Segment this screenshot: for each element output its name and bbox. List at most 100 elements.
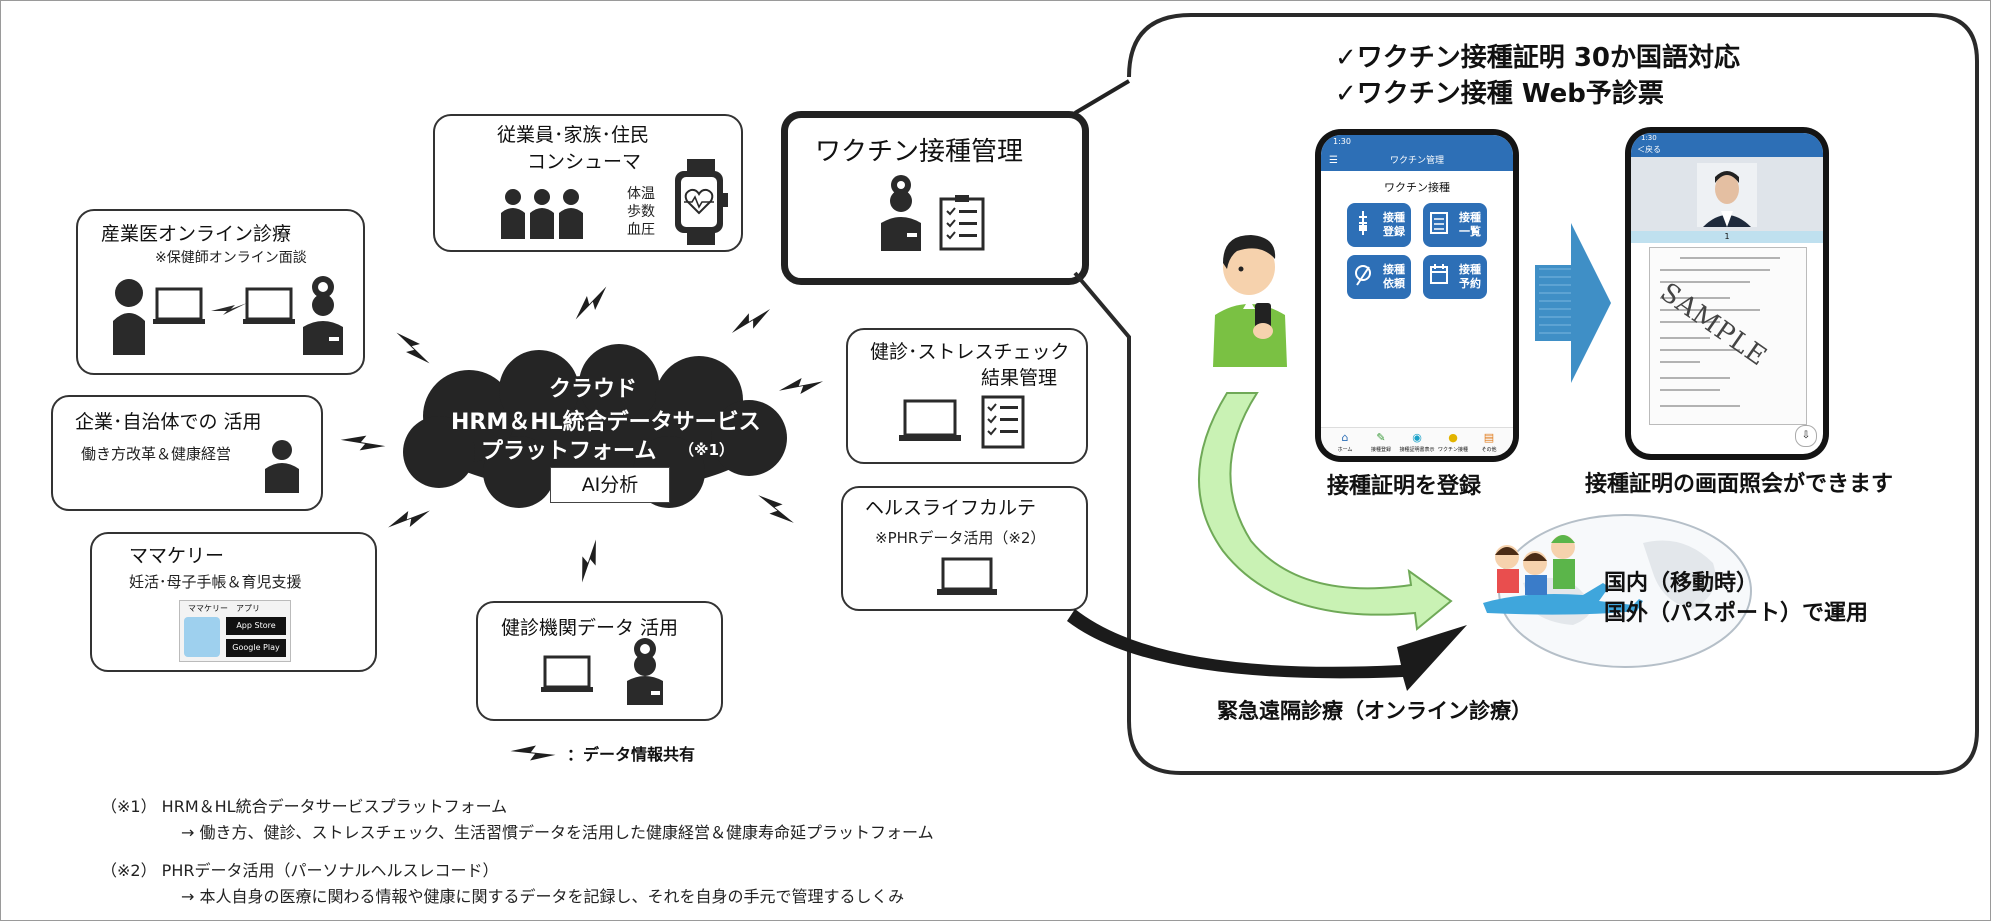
btn-reserve-bottom: 予約 — [1459, 277, 1481, 290]
list-icon — [1430, 212, 1448, 234]
company-sub: 働き方改革＆健康経営 — [81, 445, 232, 463]
nav-other-icon[interactable]: ▤ — [1483, 431, 1495, 444]
btn-register-bottom: 登録 — [1383, 225, 1405, 238]
certificate-document: SAMPLE — [1649, 247, 1807, 425]
id-photo — [1697, 163, 1757, 227]
mamakery-app-label: ママケリー アプリ — [188, 604, 260, 613]
company-title: 企業･自治体での 活用 — [75, 411, 262, 433]
karte-title: ヘルスライフカルテ — [865, 497, 1037, 519]
nav-register-label: 接種登録 — [1370, 447, 1391, 453]
nav-register-icon[interactable]: ✎ — [1376, 431, 1386, 444]
btn-reserve-top: 接種 — [1459, 263, 1481, 276]
nav-other-label: その他 — [1481, 447, 1497, 453]
footnote-2-title: （※2） PHRデータ活用（パーソナルヘルスレコード） — [101, 861, 499, 880]
register-vaccination-button[interactable]: 接種登録 — [1347, 203, 1411, 247]
consumer-title2: コンシューマ — [527, 151, 642, 173]
online-consult-illustration — [113, 276, 343, 355]
footnote-2-desc: → 本人自身の医療に関わる情報や健康に関するデータを記録し、それを自身の手元で管… — [181, 887, 905, 906]
btn-register-top: 接種 — [1383, 211, 1405, 224]
photo-area — [1631, 157, 1823, 231]
nav-home-icon[interactable]: ⌂ — [1341, 431, 1349, 444]
nav-cert-label: 接種証明書表示 — [1399, 447, 1435, 453]
smartwatch-icon — [675, 159, 728, 245]
mamakery-sub: 妊活･母子手帳＆育児支援 — [129, 573, 302, 591]
ai-analysis-badge: AI分析 — [550, 467, 670, 503]
emergency-remote-consult: 緊急遠隔診療（オンライン診療） — [1217, 699, 1532, 723]
phone-register-header: 1:30 ワクチン管理 ☰ — [1321, 135, 1513, 171]
vaccine-mgmt-box — [781, 111, 1089, 285]
cloud-line2: HRM＆HL統合データサービス — [451, 410, 761, 435]
phone-register-screen: 1:30 ワクチン管理 ☰ ワクチン接種 接種登録 接種一覧 接種依頼 接種予約 — [1321, 135, 1513, 456]
vital-bp: 血圧 — [627, 222, 655, 238]
appstore-badge[interactable]: App Store — [226, 617, 286, 635]
cloud-title: クラウド — [549, 377, 638, 402]
download-icon[interactable]: ⇩ — [1795, 425, 1817, 447]
legend-label: ：データ情報共有 — [567, 745, 696, 764]
calendar-icon — [1430, 264, 1448, 284]
phone-certificate-header: 1:30 ＜戻る — [1631, 133, 1823, 157]
mamakery-app-card: ママケリー アプリ App Store Google Play — [179, 600, 291, 662]
nav-home-label: ホーム — [1337, 447, 1353, 453]
cloud-note: （※1） — [679, 441, 735, 459]
phone-certificate: 1:30 ＜戻る 1 — [1625, 127, 1829, 460]
page-indicator: 1 — [1631, 231, 1823, 243]
mamakery-app-icon — [184, 617, 220, 657]
vital-temp: 体温 — [627, 186, 655, 202]
phone-register-time: 1:30 — [1333, 137, 1351, 146]
person-with-phone-illustration — [1213, 235, 1287, 367]
consumer-title1: 従業員･家族･住民 — [497, 124, 650, 146]
hamburger-menu-icon[interactable]: ☰ — [1329, 155, 1338, 166]
online-title: 産業医オンライン診療 — [101, 223, 292, 245]
travel-international: 国外（パスポート）で運用 — [1604, 601, 1869, 626]
phone-register-screen-title: ワクチン接種 — [1384, 181, 1450, 194]
btn-request-top: 接種 — [1383, 263, 1405, 276]
stress-check-illustration — [899, 395, 1025, 449]
request-icon — [1355, 265, 1371, 286]
flow-arrow-blue — [1535, 223, 1611, 383]
check-web-questionnaire: ✓ワクチン接種 Web予診票 — [1335, 79, 1664, 109]
vaccine-mgmt-illustration — [881, 175, 985, 251]
online-sub: ※保健師オンライン面談 — [155, 250, 307, 266]
btn-list-top: 接種 — [1459, 211, 1481, 224]
vaccine-mgmt-title: ワクチン接種管理 — [815, 137, 1024, 167]
people-icon — [501, 189, 583, 239]
certificate-text-lines — [1660, 257, 1780, 407]
googleplay-badge[interactable]: Google Play — [226, 639, 286, 657]
btn-list-bottom: 一覧 — [1459, 225, 1481, 238]
vaccination-reservation-button[interactable]: 接種予約 — [1423, 255, 1487, 299]
cloud-line3: プラットフォーム — [481, 439, 657, 464]
institution-box — [476, 601, 723, 721]
mamakery-title: ママケリー — [129, 545, 225, 567]
vaccination-list-button[interactable]: 接種一覧 — [1423, 203, 1487, 247]
vaccination-request-button[interactable]: 接種依頼 — [1347, 255, 1411, 299]
check-multilingual: ✓ワクチン接種証明 30か国語対応 — [1335, 43, 1741, 73]
phone-register-bottom-nav: ⌂ ✎ ◉ ● ▤ ホーム 接種登録 接種証明書表示 ワクチン接種 その他 — [1321, 427, 1513, 456]
nav-cert-icon[interactable]: ◉ — [1412, 431, 1422, 444]
stress-title2: 結果管理 — [981, 367, 1058, 389]
institution-illustration — [541, 638, 663, 705]
travel-domestic: 国内（移動時） — [1604, 571, 1759, 596]
nav-vaccine-icon[interactable]: ● — [1448, 431, 1458, 444]
footnote-1-desc: → 働き方、健診、ストレスチェック、生活習慣データを活用した健康経営＆健康寿命延… — [181, 823, 934, 842]
phone-register: 1:30 ワクチン管理 ☰ ワクチン接種 接種登録 接種一覧 接種依頼 接種予約 — [1315, 129, 1519, 462]
syringe-icon — [1359, 211, 1367, 235]
laptop-icon — [937, 557, 997, 595]
person-icon — [265, 440, 299, 493]
karte-sub: ※PHRデータ活用（※2） — [875, 529, 1046, 547]
globe-travel-illustration — [1483, 514, 1752, 668]
phone-certificate-screen: 1:30 ＜戻る 1 — [1631, 133, 1823, 454]
stress-check-box — [846, 328, 1088, 464]
nav-vaccine-label: ワクチン接種 — [1437, 447, 1468, 453]
institution-title: 健診機関データ 活用 — [501, 617, 679, 639]
vital-steps: 歩数 — [627, 204, 655, 220]
btn-request-bottom: 依頼 — [1383, 277, 1405, 290]
caption-certificate-view: 接種証明の画面照会ができます — [1585, 472, 1894, 497]
back-button[interactable]: ＜戻る — [1637, 145, 1661, 154]
footnote-1-title: （※1） HRM＆HL統合データサービスプラットフォーム — [101, 797, 508, 816]
phone-certificate-time: 1:30 — [1641, 134, 1657, 142]
caption-register: 接種証明を登録 — [1327, 474, 1482, 499]
phone-register-header-title: ワクチン管理 — [1389, 156, 1444, 166]
